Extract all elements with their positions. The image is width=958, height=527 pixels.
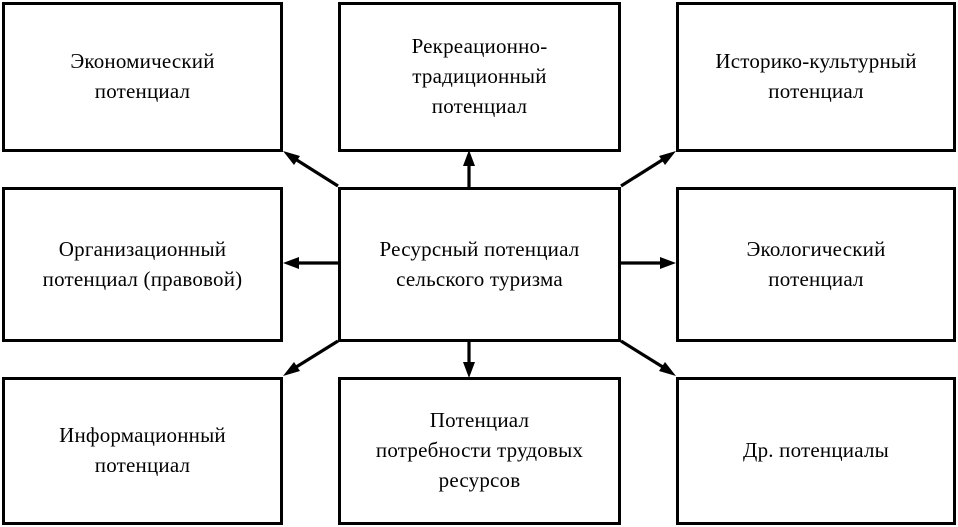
arrow-center-to-historical [620, 151, 676, 188]
arrow-center-to-economic [283, 151, 339, 188]
node-other-potentials-label: Др. потенциалы [743, 438, 889, 463]
node-labor-resources-potential-label: Потенциал потребности трудовых ресурсов [375, 408, 584, 492]
arrow-center-to-other [620, 339, 676, 376]
node-historical-cultural-potential[interactable]: Историко-культурный потенциал [676, 2, 956, 152]
node-central-resource-potential-label: Ресурсный потенциал сельского туризма [379, 236, 580, 291]
node-ecological-potential-label: Экологический потенциал [746, 236, 886, 291]
arrow-center-to-recreation [463, 150, 475, 187]
arrow-center-to-information [283, 339, 339, 376]
arrow-center-to-ecological [621, 257, 676, 269]
node-organizational-potential-label: Организационный потенциал (правовой) [42, 236, 243, 291]
node-economic-potential-label: Экономический потенциал [70, 49, 215, 103]
node-labor-resources-potential[interactable]: Потенциал потребности трудовых ресурсов [338, 377, 621, 525]
node-ecological-potential[interactable]: Экологический потенциал [676, 187, 956, 342]
arrow-center-to-organizational [283, 257, 338, 269]
node-recreational-traditional-potential-label: Рекреационно- традиционный потенциал [411, 34, 548, 118]
node-historical-cultural-potential-label: Историко-культурный потенциал [715, 49, 917, 103]
node-other-potentials[interactable]: Др. потенциалы [676, 377, 956, 525]
node-recreational-traditional-potential[interactable]: Рекреационно- традиционный потенциал [338, 2, 621, 152]
node-organizational-potential[interactable]: Организационный потенциал (правовой) [2, 187, 283, 342]
node-economic-potential[interactable]: Экономический потенциал [2, 2, 283, 152]
node-information-potential-label: Информационный потенциал [59, 423, 226, 477]
arrow-center-to-labor [463, 342, 475, 378]
node-information-potential[interactable]: Информационный потенциал [2, 377, 283, 525]
node-central-resource-potential[interactable]: Ресурсный потенциал сельского туризма [338, 187, 621, 342]
